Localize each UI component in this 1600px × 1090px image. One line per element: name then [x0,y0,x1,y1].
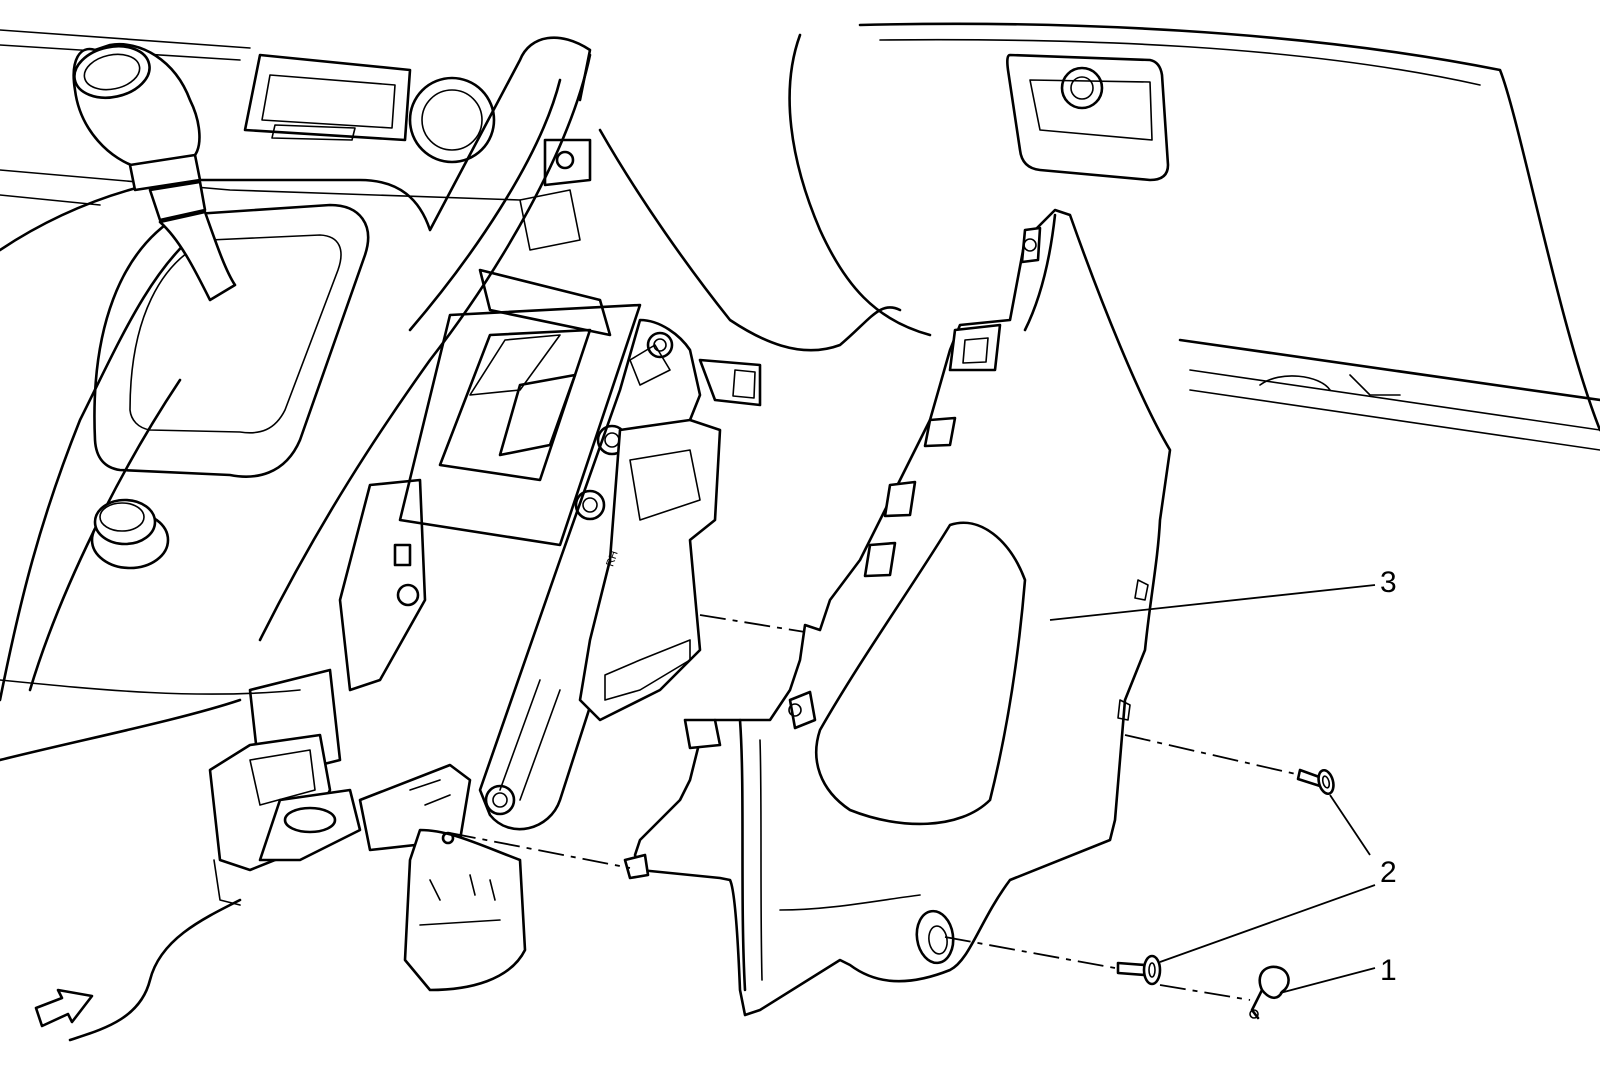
console-bracket-assembly: RH [208,138,762,992]
alignment-lines [449,614,1301,1001]
callout-1: 1 [1380,954,1397,987]
callout-3: 3 [1380,566,1397,599]
dashboard-background [0,22,1600,1042]
shift-knob-icon [72,42,237,302]
callout-2: 2 [1380,856,1397,889]
retainer-clip-icon [1249,965,1290,1020]
callout-leaders [1049,584,1376,994]
view-direction-arrow-icon [34,988,94,1028]
push-pin-fastener-icon-upper [1296,768,1335,796]
center-console [0,36,902,702]
console-knob-icon [90,498,170,570]
push-pin-fastener-icon [1116,954,1162,986]
console-side-trim-panel [623,208,1172,1017]
bracket-marking: RH [604,549,620,568]
